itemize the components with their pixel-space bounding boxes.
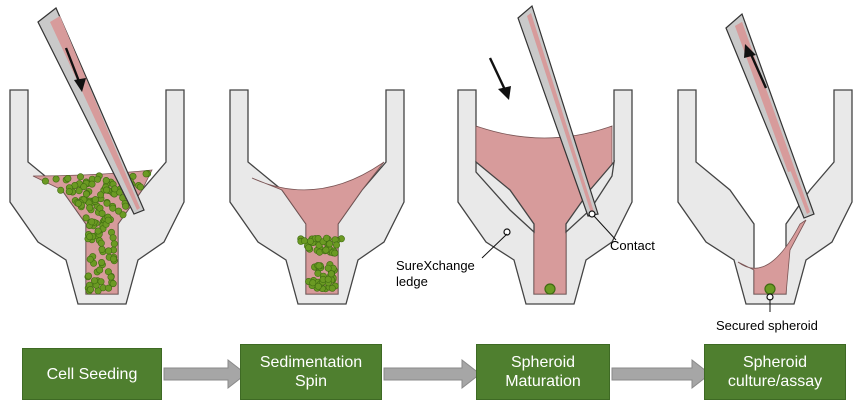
cell-dot: [41, 177, 49, 185]
cell-dot: [97, 239, 105, 247]
cell-cluster-icon: [297, 234, 345, 293]
cell-dot: [314, 235, 322, 243]
cell-dot: [122, 202, 130, 210]
cell-dot: [142, 170, 150, 178]
cell-dot: [110, 255, 118, 263]
cell-dot: [327, 270, 335, 278]
step-arrow: [163, 358, 247, 390]
cell-dot: [82, 214, 90, 222]
cell-dot: [315, 262, 323, 270]
cell-dot: [322, 246, 330, 254]
step-spheroid-maturation: Spheroid Maturation: [476, 344, 610, 400]
cell-dot: [105, 247, 113, 255]
cell-dot: [136, 183, 144, 191]
cell-dot: [102, 177, 110, 185]
direction-arrow-icon: [744, 44, 768, 89]
cell-dot: [306, 237, 314, 245]
cell-dot: [314, 269, 322, 277]
cell-dot: [77, 173, 85, 181]
cell-dot: [110, 240, 118, 248]
cell-dot: [94, 175, 102, 183]
cell-dot: [332, 241, 340, 249]
cell-dot: [57, 186, 65, 194]
cell-dot: [91, 277, 99, 285]
cell-dot: [324, 264, 332, 272]
cell-dot: [109, 234, 117, 242]
cell-dot: [85, 272, 93, 280]
step-sedimentation-spin: Sedimentation Spin: [240, 344, 382, 400]
cell-dot: [331, 249, 339, 257]
direction-arrow-icon: [488, 57, 511, 100]
culture-medium: [737, 219, 807, 295]
pipette-tip-icon: [725, 12, 815, 219]
well-sedimentation: [229, 89, 405, 305]
cell-dot: [103, 199, 111, 207]
cell-dot: [87, 285, 95, 293]
contact-label: Contact: [610, 238, 655, 253]
cell-dot: [314, 282, 322, 290]
cell-dot: [64, 175, 72, 183]
ledge-marker: [503, 228, 511, 236]
direction-arrow-icon: [64, 47, 86, 92]
cell-dot: [98, 258, 106, 266]
ledge-label: SureXchange ledge: [396, 258, 475, 289]
cell-dot: [88, 180, 96, 188]
culture-medium: [251, 161, 385, 295]
well-maturation: [457, 4, 633, 305]
cell-dot: [309, 279, 317, 287]
cell-dot: [88, 218, 96, 226]
cell-dot: [300, 237, 308, 245]
spheroid-label: Secured spheroid: [716, 318, 818, 333]
step-arrow: [383, 358, 481, 390]
cell-dot: [109, 280, 117, 288]
cell-dot: [111, 185, 119, 193]
step-spheroid-culture-assay: Spheroid culture/assay: [704, 344, 846, 400]
cell-dot: [109, 204, 117, 212]
cell-dot: [119, 211, 127, 219]
cell-dot: [97, 191, 105, 199]
cell-dot: [86, 255, 94, 263]
cell-dot: [105, 284, 113, 292]
cell-dot: [86, 204, 94, 212]
cell-dot: [98, 210, 106, 218]
cell-dot: [98, 245, 106, 253]
spheroid-icon: [764, 283, 776, 295]
cell-dot: [323, 234, 331, 242]
step-cell-seeding: Cell Seeding: [22, 348, 162, 400]
cell-dot: [91, 196, 99, 204]
cell-dot: [75, 187, 83, 195]
pipette-tip-icon: [517, 4, 599, 217]
spheroid-icon: [544, 283, 556, 295]
well-culture-assay: [677, 12, 853, 312]
cell-dot: [96, 266, 104, 274]
cell-dot: [107, 273, 115, 281]
well-wall: [677, 89, 853, 305]
cell-dot: [324, 275, 332, 283]
cell-dot: [65, 188, 73, 196]
cell-dot: [82, 190, 90, 198]
step-arrows: [163, 358, 711, 390]
cell-dot: [304, 244, 312, 252]
cell-dot: [74, 200, 82, 208]
contact-marker: [588, 210, 596, 218]
cell-dot: [80, 183, 88, 191]
cell-dot: [94, 227, 102, 235]
step-arrow: [611, 358, 711, 390]
cell-dot: [86, 233, 94, 241]
cell-dot: [103, 186, 111, 194]
cell-dot: [104, 216, 112, 224]
cell-dot: [328, 284, 336, 292]
cell-dot: [52, 175, 60, 183]
well-cell-seeding: [9, 7, 185, 305]
cell-dot: [326, 240, 334, 248]
